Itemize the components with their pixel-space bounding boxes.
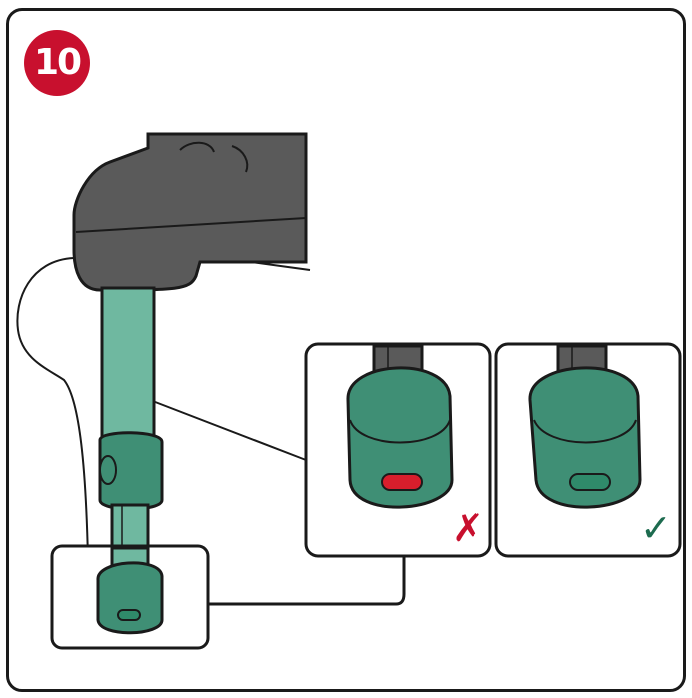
support-leg bbox=[98, 286, 164, 587]
indicator-window-green bbox=[569, 473, 611, 491]
indicator-window-red bbox=[381, 473, 423, 491]
car-seat-base bbox=[72, 132, 308, 292]
foot-zoom-box bbox=[50, 544, 210, 650]
correct-mark-icon: ✓ bbox=[640, 506, 672, 550]
correct-panel bbox=[494, 342, 682, 558]
incorrect-mark-icon: ✗ bbox=[452, 506, 484, 550]
incorrect-panel bbox=[304, 342, 492, 558]
car-seat-cushion-line bbox=[149, 399, 307, 461]
zoom-connector-line bbox=[208, 556, 406, 606]
step-number-badge: 10 bbox=[24, 30, 90, 96]
car-seat-outline bbox=[16, 257, 89, 561]
